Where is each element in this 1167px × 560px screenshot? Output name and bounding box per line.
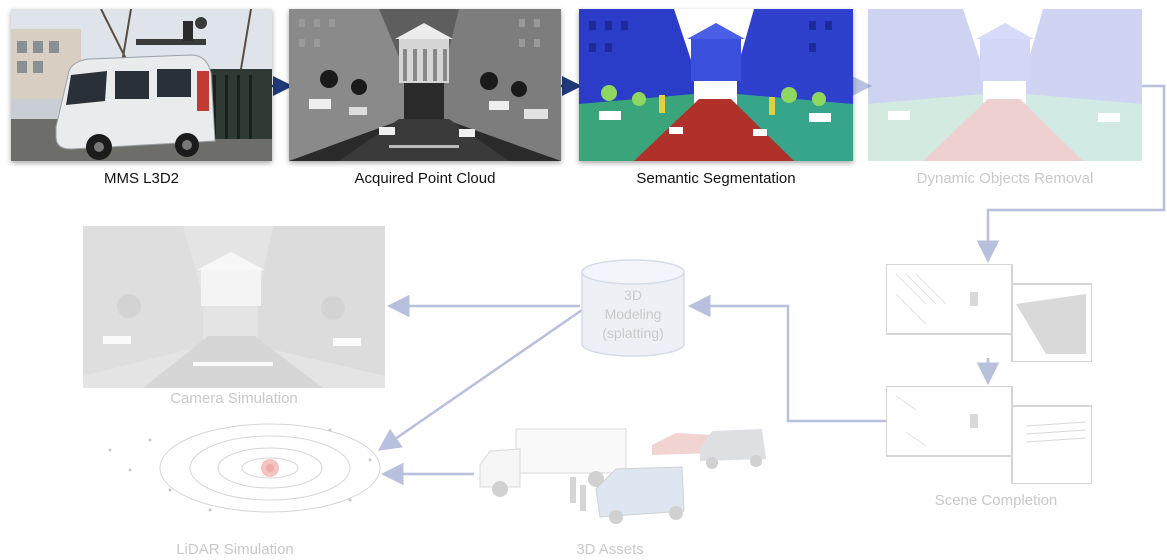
mms-vehicle-photo — [11, 9, 272, 161]
caption-segmentation: Semantic Segmentation — [636, 170, 796, 187]
modeling-label: 3D Modeling (splatting) — [578, 286, 688, 343]
caption-point-cloud: Acquired Point Cloud — [354, 170, 496, 187]
modeling-cylinder-icon — [581, 259, 685, 357]
modeling-label-line1: 3D — [624, 287, 642, 303]
arrow-scene-to-modeling — [688, 294, 886, 423]
caption-3d-assets: 3D Assets — [576, 541, 644, 558]
arrow-modeling-to-lidar — [377, 308, 583, 451]
camera-simulation-image — [83, 226, 385, 388]
scene-completion-top — [886, 264, 1092, 362]
lidar-simulation-image — [90, 410, 390, 528]
caption-dynamic-removal: Dynamic Objects Removal — [916, 170, 1094, 187]
modeling-label-line2: Modeling — [604, 306, 662, 322]
point-cloud-image — [289, 9, 561, 161]
semantic-segmentation-image — [579, 9, 853, 161]
modeling-label-line3: (splatting) — [602, 325, 664, 341]
caption-scene-completion: Scene Completion — [934, 492, 1058, 509]
caption-lidar-simulation: LiDAR Simulation — [176, 541, 294, 558]
scene-completion-bottom — [886, 386, 1092, 484]
arrow-removal-to-scene — [976, 84, 1166, 263]
assets-image — [476, 425, 770, 525]
dynamic-removal-image — [868, 9, 1142, 161]
caption-mms: MMS L3D2 — [103, 170, 180, 187]
caption-camera-simulation: Camera Simulation — [170, 390, 298, 407]
